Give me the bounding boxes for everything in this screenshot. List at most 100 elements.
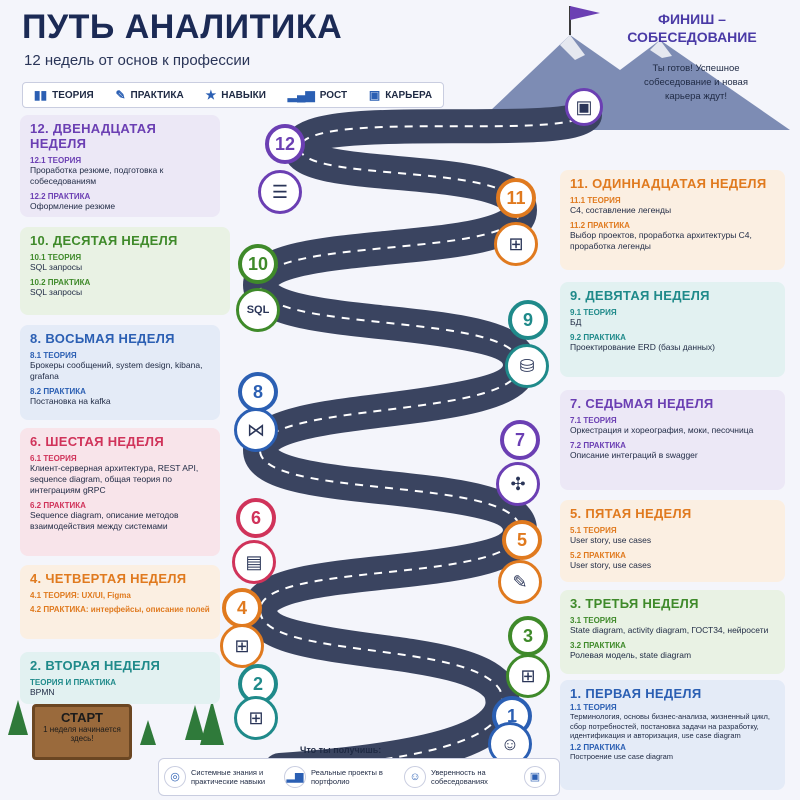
week-5-marker: 5 [502, 520, 542, 560]
practice-text: User story, use cases [570, 560, 652, 570]
theory-text: C4, составление легенды [570, 205, 672, 215]
theory-text: Клиент-серверная архитектура, REST API, … [30, 463, 199, 495]
legend-label: КАРЬЕРА [385, 89, 433, 101]
week-title: 3. ТРЕТЬЯ НЕДЕЛЯ [570, 596, 699, 611]
week-6-marker: 6 [236, 498, 276, 538]
week-10-card: 10. ДЕСЯТАЯ НЕДЕЛЯ 10.1 ТЕОРИЯ SQL запро… [20, 227, 230, 315]
week-title: 12. ДВЕНАДЦАТАЯ НЕДЕЛЯ [30, 121, 157, 151]
week-title: 6. ШЕСТАЯ НЕДЕЛЯ [30, 434, 164, 449]
start-label: СТАРТ [60, 710, 103, 725]
theory-label: 12.1 ТЕОРИЯ [30, 156, 82, 165]
theory-label: ТЕОРИЯ И ПРАКТИКА [30, 678, 117, 687]
theory-label: 5.1 ТЕОРИЯ [570, 526, 617, 535]
legend-item-growth: ▂▄▆РОСТ [288, 88, 347, 102]
practice-text: Постановка на kafka [30, 396, 111, 406]
practice-label: 8.2 ПРАКТИКА [30, 387, 86, 396]
star-icon: ★ [205, 88, 217, 102]
week-title: 4. ЧЕТВЕРТАЯ НЕДЕЛЯ [30, 571, 187, 586]
week-9-marker: 9 [508, 300, 548, 340]
practice-text: SQL запросы [30, 287, 83, 297]
briefcase-icon: ▣ [368, 88, 381, 102]
theory-label: 1.1 ТЕОРИЯ [570, 703, 617, 712]
practice-text: Построение use case diagram [570, 751, 674, 761]
benefit-item: ▣ [524, 766, 554, 788]
week-title: 7. СЕДЬМАЯ НЕДЕЛЯ [570, 396, 714, 411]
theory-text: SQL запросы [30, 262, 83, 272]
practice-label: 11.2 ПРАКТИКА [570, 221, 630, 230]
puzzle-icon: ✣ [496, 462, 540, 506]
theory-label: 4.1 ТЕОРИЯ: UX/UI, Figma [30, 591, 131, 600]
practice-label: 6.2 ПРАКТИКА [30, 501, 86, 510]
practice-text: Выбор проектов, проработка архитектуры С… [570, 230, 752, 251]
briefcase-icon: ▣ [524, 766, 546, 788]
practice-text: Описание интеграций в swagger [570, 450, 698, 460]
growth-chart-icon: ▂▆ [284, 766, 306, 788]
resume-icon: ☰ [258, 170, 302, 214]
wrench-icon: ✎ [115, 88, 126, 102]
practice-label: 1.2 ПРАКТИКА [570, 742, 626, 752]
theory-text: Брокеры сообщений, system design, kibana… [30, 360, 203, 381]
legend-label: РОСТ [319, 89, 348, 101]
week-11-marker: 11 [496, 178, 536, 218]
week-1-card: 1. ПЕРВАЯ НЕДЕЛЯ 1.1 ТЕОРИЯ Терминология… [560, 680, 785, 790]
theory-label: 10.1 ТЕОРИЯ [30, 253, 82, 262]
footer-benefits: ◎Системные знания и практические навыки … [158, 758, 560, 796]
week-10-marker: 10 [238, 244, 278, 284]
week-title: 11. ОДИННАДЦАТАЯ НЕДЕЛЯ [570, 176, 767, 191]
start-text: 1 неделя начинается здесь! [43, 725, 121, 743]
theory-label: 7.1 ТЕОРИЯ [570, 416, 617, 425]
week-title: 1. ПЕРВАЯ НЕДЕЛЯ [570, 686, 702, 701]
footer-title: Что ты получишь: [300, 745, 382, 755]
benefit-label: Системные знания и практические навыки [191, 768, 266, 786]
week-8-card: 8. ВОСЬМАЯ НЕДЕЛЯ 8.1 ТЕОРИЯ Брокеры соо… [20, 325, 220, 420]
week-4-marker: 4 [222, 588, 262, 628]
week-title: 5. ПЯТАЯ НЕДЕЛЯ [570, 506, 692, 521]
legend-item-career: ▣ КАРЬЕРА [369, 88, 432, 102]
page-title: ПУТЬ АНАЛИТИКА [22, 8, 343, 46]
theory-label: 11.1 ТЕОРИЯ [570, 196, 621, 205]
week-7-card: 7. СЕДЬМАЯ НЕДЕЛЯ 7.1 ТЕОРИЯ Оркестрация… [560, 390, 785, 490]
week-7-marker: 7 [500, 420, 540, 460]
theory-text: BPMN [30, 687, 55, 697]
briefcase-icon: ▣ [565, 88, 603, 126]
practice-text: Sequence diagram, описание методов взаим… [30, 510, 179, 531]
diagram-icon: ⊞ [506, 654, 550, 698]
benefit-item: ☺Уверенность на собеседованиях [404, 766, 514, 788]
theory-text: State diagram, activity diagram, ГОСТ34,… [570, 625, 769, 635]
practice-label: 5.2 ПРАКТИКА [570, 551, 626, 560]
legend-label: ПРАКТИКА [130, 89, 184, 101]
theory-text: Проработка резюме, подготовка к собеседо… [30, 165, 164, 186]
week-title: 10. ДЕСЯТАЯ НЕДЕЛЯ [30, 233, 178, 248]
week-11-card: 11. ОДИННАДЦАТАЯ НЕДЕЛЯ 11.1 ТЕОРИЯ C4, … [560, 170, 785, 270]
benefit-item: ◎Системные знания и практические навыки [164, 766, 274, 788]
theory-text: User story, use cases [570, 535, 652, 545]
week-12-card: 12. ДВЕНАДЦАТАЯ НЕДЕЛЯ 12.1 ТЕОРИЯ Прора… [20, 115, 220, 217]
theory-text: Терминология, основы бизнес-анализа, жиз… [570, 712, 771, 740]
benefit-label: Уверенность на собеседованиях [431, 768, 488, 786]
practice-text: Ролевая модель, state diagram [570, 650, 692, 660]
week-5-card: 5. ПЯТАЯ НЕДЕЛЯ 5.1 ТЕОРИЯ User story, u… [560, 500, 785, 582]
database-icon: ⛁ [505, 344, 549, 388]
legend-item-theory: ▮▮ТЕОРИЯ [34, 88, 94, 102]
practice-label: 12.2 ПРАКТИКА [30, 192, 91, 201]
theory-text: БД [570, 317, 582, 327]
finish-title: ФИНИШ – СОБЕСЕДОВАНИЕ [627, 11, 757, 45]
week-6-card: 6. ШЕСТАЯ НЕДЕЛЯ 6.1 ТЕОРИЯ Клиент-серве… [20, 428, 220, 556]
week-3-marker: 3 [508, 616, 548, 656]
legend-item-practice: ✎ ПРАКТИКА [115, 88, 183, 102]
flowchart-icon: ⊞ [234, 696, 278, 740]
legend-label: НАВЫКИ [221, 89, 266, 101]
diagram-icon: ⊞ [494, 222, 538, 266]
legend-label: ТЕОРИЯ [52, 89, 94, 101]
practice-label: 7.2 ПРАКТИКА [570, 441, 626, 450]
network-icon: ⋈ [234, 408, 278, 452]
diagram-icon: ⊞ [220, 624, 264, 668]
document-edit-icon: ✎ [498, 560, 542, 604]
legend-bar: ▮▮ТЕОРИЯ ✎ ПРАКТИКА ★ НАВЫКИ ▂▄▆РОСТ ▣ КАРЬ… [22, 82, 444, 108]
theory-label: 9.1 ТЕОРИЯ [570, 308, 617, 317]
finish-flag-icon [570, 6, 600, 20]
benefit-item: ▂▆Реальные проекты в портфолио [284, 766, 394, 788]
practice-text: Проектирование ERD (базы данных) [570, 342, 715, 352]
practice-label: 3.2 ПРАКТИКА [570, 641, 626, 650]
theory-text: Оркестрация и хореография, моки, песочни… [570, 425, 754, 435]
